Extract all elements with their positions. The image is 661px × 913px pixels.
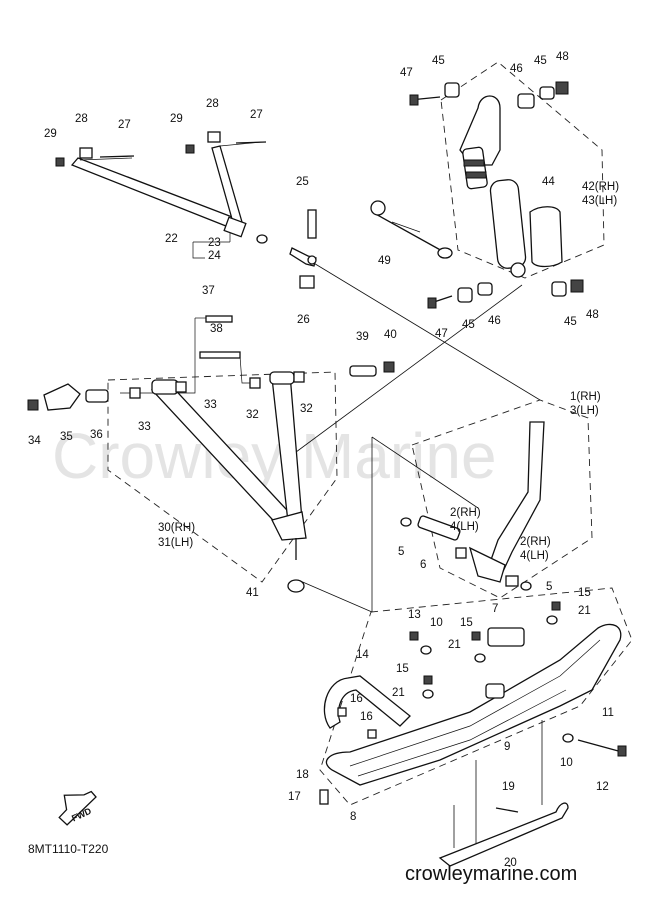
callout-label: 33: [138, 421, 151, 433]
callout-label: 49: [378, 255, 391, 267]
callout-label: 32: [300, 403, 313, 415]
callout-label: 15: [396, 663, 409, 675]
upper-arm: [55, 131, 267, 238]
callout-label: 45: [462, 319, 475, 331]
callout-label: 42(RH): [582, 181, 619, 193]
callout-label: 10: [560, 757, 573, 769]
callout-label: 28: [75, 113, 88, 125]
callout-label: 27: [118, 119, 131, 131]
callout-label: 37: [202, 285, 215, 297]
callout-label: 39: [356, 331, 369, 343]
callout-label: 13: [408, 609, 421, 621]
callout-label: 29: [44, 128, 57, 140]
callout-label: 12: [596, 781, 609, 793]
callout-label: 5: [398, 546, 404, 558]
callout-label: 19: [502, 781, 515, 793]
callout-label: 3(LH): [570, 405, 599, 417]
callout-label: 18: [296, 769, 309, 781]
callout-label: 4(LH): [450, 521, 479, 533]
stabilizer-link: [370, 200, 453, 259]
callout-label: 6: [420, 559, 426, 571]
fwd-arrow-icon: FWD: [58, 790, 97, 826]
callout-label: 32: [246, 409, 259, 421]
callout-label: 31(LH): [158, 537, 193, 549]
lower-arm: [150, 371, 307, 593]
callout-label: 30(RH): [158, 522, 195, 534]
callout-label: 14: [356, 649, 369, 661]
upper-arm-ball-joint: [256, 209, 317, 289]
shock-top-hardware: [409, 81, 569, 109]
callout-label: 8: [350, 811, 356, 823]
callout-label: 43(LH): [582, 195, 617, 207]
callout-label: 40: [384, 329, 397, 341]
callout-label: 22: [165, 233, 178, 245]
website-label: crowleymarine.com: [405, 863, 577, 885]
callout-label: 48: [586, 309, 599, 321]
ski-group-outline: [319, 587, 633, 806]
callout-label: 7: [492, 603, 498, 615]
callout-label: 16: [360, 711, 373, 723]
callout-label: 45: [564, 316, 577, 328]
callout-label: 15: [460, 617, 473, 629]
callout-label: 47: [400, 67, 413, 79]
callout-label: 2(RH): [520, 536, 551, 548]
callout-label: 44: [542, 176, 555, 188]
callout-label: 36: [90, 429, 103, 441]
callout-label: 16: [350, 693, 363, 705]
callout-label: 21: [448, 639, 461, 651]
callout-label: 20: [504, 857, 517, 869]
callout-label: 45: [534, 55, 547, 67]
callout-label: 21: [578, 605, 591, 617]
shock-cover: [529, 206, 563, 268]
callout-label: 9: [504, 741, 510, 753]
leader-lines: [120, 220, 543, 848]
callout-label: 35: [60, 431, 73, 443]
callout-label: 21: [392, 687, 405, 699]
callout-label: 5: [546, 581, 552, 593]
callout-label: 11: [602, 707, 614, 719]
callout-label: 47: [435, 328, 448, 340]
callout-label: 15: [578, 587, 591, 599]
callout-label: 25: [296, 176, 309, 188]
callout-label: 23: [208, 237, 221, 249]
shock-group-outline: [440, 61, 605, 279]
lower-arm-hardware: [27, 315, 395, 411]
callout-label: 46: [510, 63, 523, 75]
callout-label: 45: [432, 55, 445, 67]
callout-labels: 47 45 46 45 48 28 27 29 29 28 27 25 44 4…: [28, 51, 619, 869]
callout-label: 29: [170, 113, 183, 125]
spindle: [400, 421, 545, 591]
callout-label: 17: [288, 791, 301, 803]
callout-label: 48: [556, 51, 569, 63]
shock-bottom-hardware: [427, 279, 584, 309]
callout-label: 28: [206, 98, 219, 110]
ski-hardware: [319, 601, 627, 867]
callout-label: 27: [250, 109, 263, 121]
shock-absorber: [459, 95, 527, 278]
callout-label: 33: [204, 399, 217, 411]
ski: [323, 623, 622, 786]
callout-label: 2(RH): [450, 507, 481, 519]
callout-label: 41: [246, 587, 259, 599]
callout-label: 10: [430, 617, 443, 629]
callout-label: 38: [210, 323, 223, 335]
callout-label: 4(LH): [520, 550, 549, 562]
callout-label: 46: [488, 315, 501, 327]
callout-label: 34: [28, 435, 41, 447]
watermark: Crowley Marine: [52, 420, 497, 492]
diagram-code: 8MT1110-T220: [28, 842, 109, 856]
callout-label: 24: [208, 250, 221, 262]
callout-label: 26: [297, 314, 310, 326]
callout-label: 1(RH): [570, 391, 601, 403]
